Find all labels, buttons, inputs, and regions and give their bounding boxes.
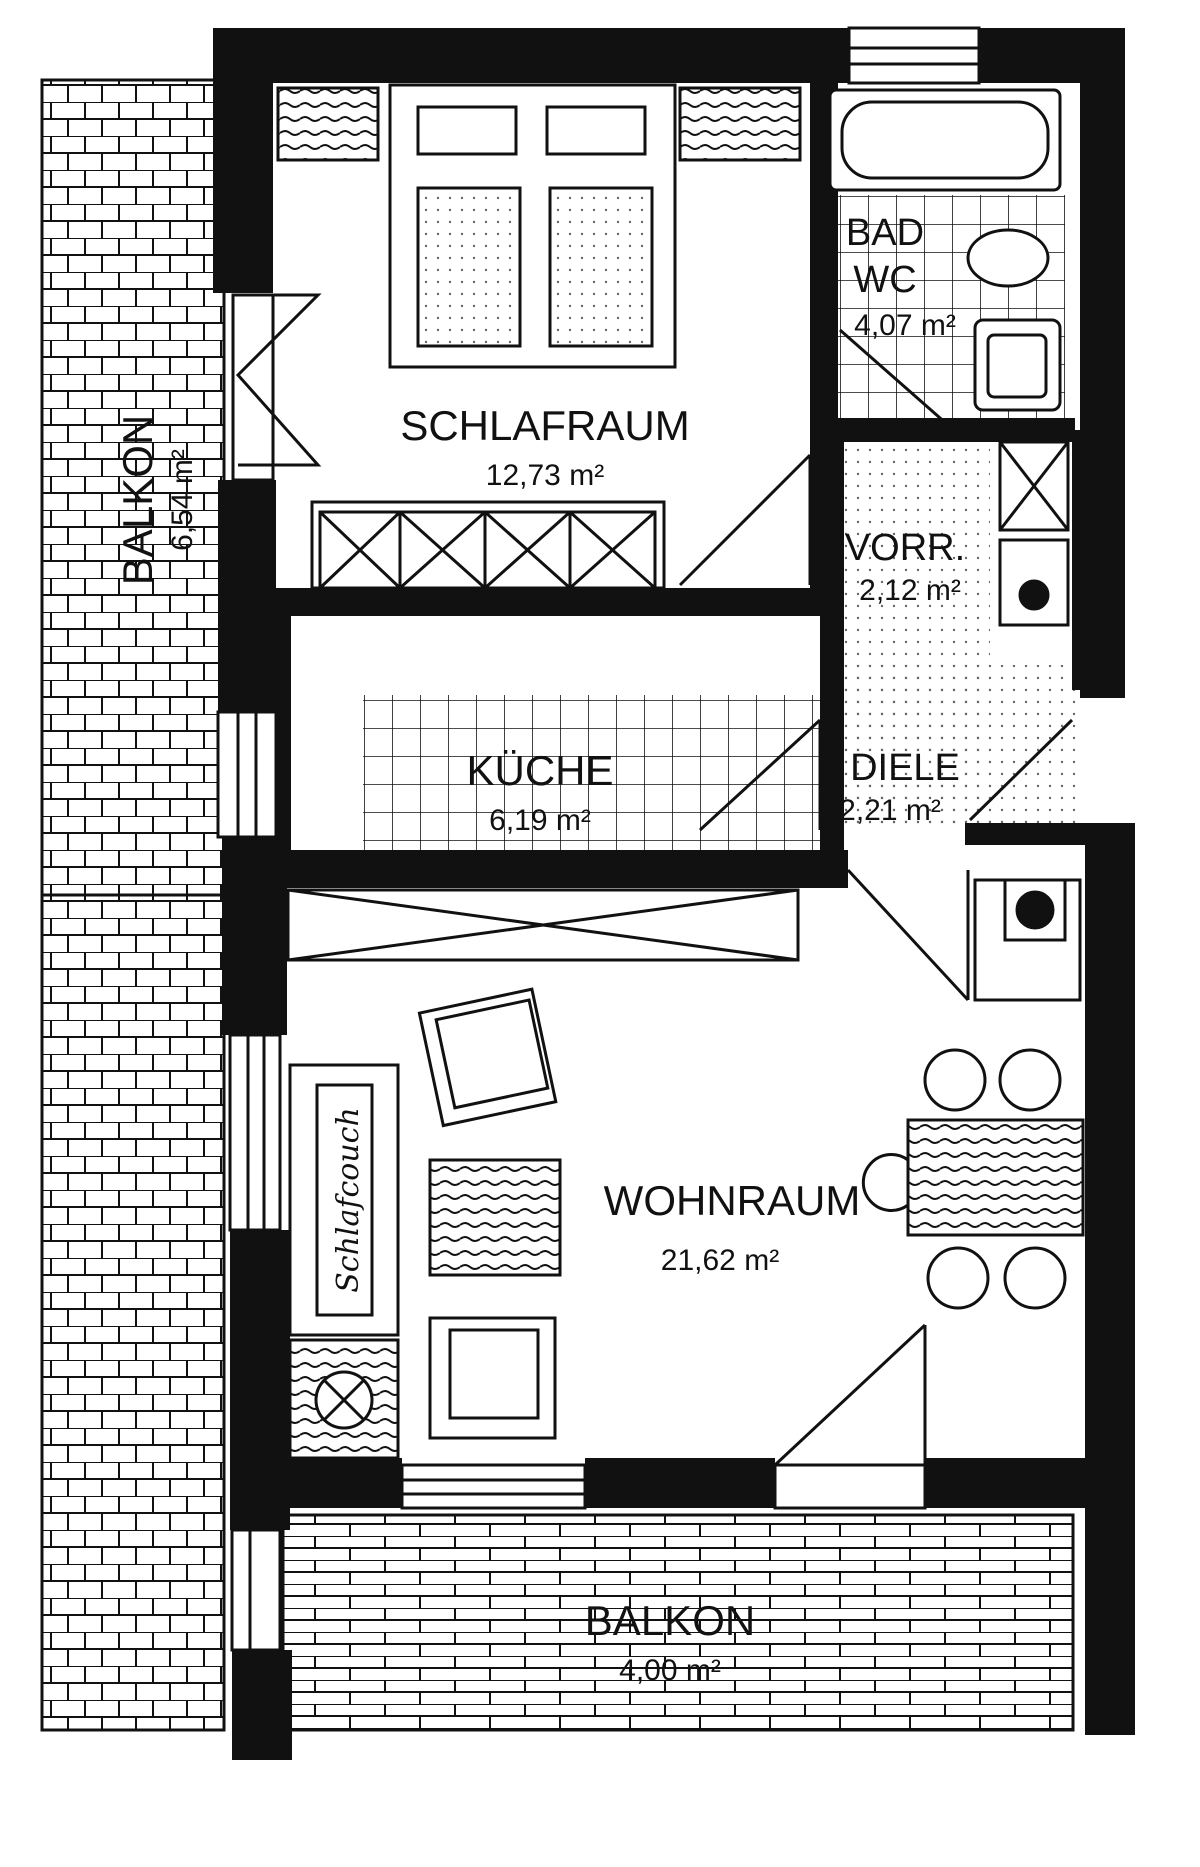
walls (213, 28, 1135, 1760)
bath-fixtures (828, 88, 1062, 412)
bad-area: 4,07 m² (854, 309, 956, 342)
kueche-name: KÜCHE (466, 747, 613, 794)
wc-name: WC (853, 259, 916, 301)
balkon-side-area: 6,54 m² (166, 449, 199, 551)
room-labels: SCHLAFRAUM 12,73 m² BAD WC 4,07 m² VORR.… (114, 212, 965, 1687)
windows (216, 26, 981, 1652)
schlafcouch-label: Schlafcouch (331, 1107, 366, 1293)
balkon-bottom-area: 4,00 m² (619, 1654, 721, 1687)
wohnraum-area: 21,62 m² (661, 1244, 779, 1277)
vorr-name: VORR. (845, 527, 965, 569)
side-balcony (40, 78, 226, 1732)
balkon-bottom-name: BALKON (585, 1597, 755, 1644)
wohnraum-name: WOHNRAUM (604, 1177, 861, 1224)
living-balcony-door (773, 1323, 927, 1510)
diele-name: DIELE (850, 747, 960, 789)
door-swings (678, 328, 1074, 1002)
bottom-balcony (281, 1513, 1075, 1732)
balkon-side-name: BALKON (114, 415, 161, 585)
diele-area: 2,21 m² (839, 794, 941, 827)
vorr-area: 2,12 m² (859, 574, 961, 607)
schlafraum-name: SCHLAFRAUM (400, 402, 689, 449)
bedroom-furniture (276, 83, 802, 590)
kitchen-floor-tiles (363, 695, 833, 850)
bedroom-balcony-door (231, 293, 322, 482)
hall-furniture (973, 440, 1082, 1002)
living-furniture (286, 888, 1085, 1460)
kueche-area: 6,19 m² (489, 804, 591, 837)
schlafraum-area: 12,73 m² (486, 459, 604, 492)
bad-name: BAD (846, 212, 924, 254)
diele-floor (838, 665, 1083, 825)
